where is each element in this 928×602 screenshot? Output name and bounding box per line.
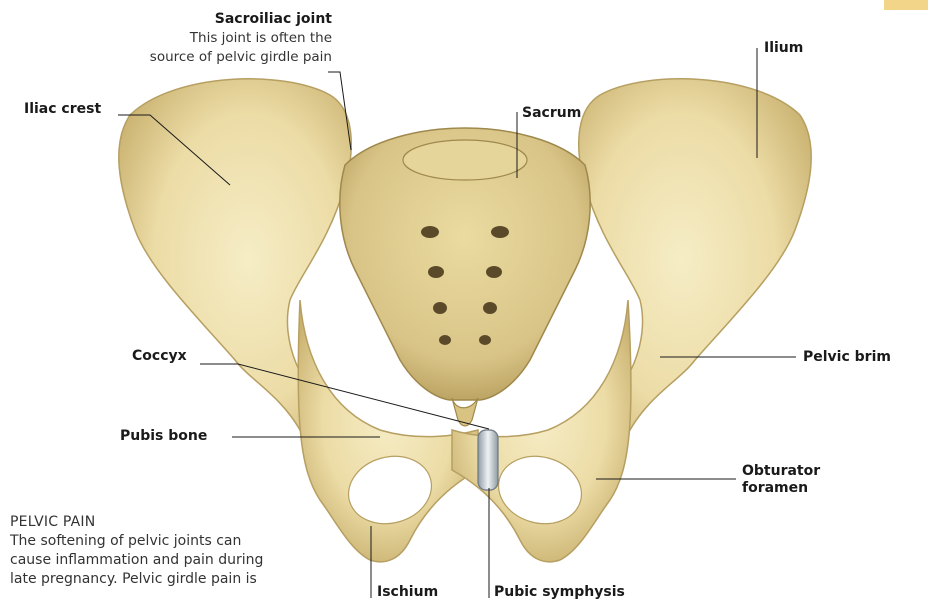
- pelvic-pain-line: The softening of pelvic joints can: [10, 532, 310, 551]
- sacroiliac-desc-line-2: source of pelvic girdle pain: [150, 48, 332, 67]
- corner-accent: [884, 0, 928, 10]
- iliac-crest-label: Iliac crest: [24, 101, 101, 118]
- ilium-label: Ilium: [764, 40, 803, 57]
- pelvic-brim-label: Pelvic brim: [803, 349, 891, 366]
- pelvic-pain-line: late pregnancy. Pelvic girdle pain is: [10, 570, 310, 589]
- sacral-promontory: [403, 140, 527, 180]
- coccyx-label: Coccyx: [132, 348, 187, 365]
- sacrum-label: Sacrum: [522, 105, 581, 122]
- pubis-bone-label: Pubis bone: [120, 428, 207, 445]
- obturator-label-line-2: foramen: [742, 480, 808, 497]
- ischium-label: Ischium: [377, 584, 438, 601]
- sacroiliac-annotation: Sacroiliac joint This joint is often the…: [150, 10, 332, 67]
- pubic-symphysis-label: Pubic symphysis: [494, 584, 625, 601]
- pelvic-pain-note: PELVIC PAIN The softening of pelvic join…: [10, 513, 310, 589]
- sacroiliac-desc-line-1: This joint is often the: [150, 29, 332, 48]
- obturator-label-line-1: Obturator: [742, 463, 820, 480]
- coccyx-shape: [452, 398, 478, 426]
- pelvic-pain-line: cause inflammation and pain during: [10, 551, 310, 570]
- sacroiliac-joint-label: Sacroiliac joint: [150, 10, 332, 29]
- pubic-symphysis-cartilage: [478, 430, 498, 490]
- pelvic-pain-heading: PELVIC PAIN: [10, 513, 310, 532]
